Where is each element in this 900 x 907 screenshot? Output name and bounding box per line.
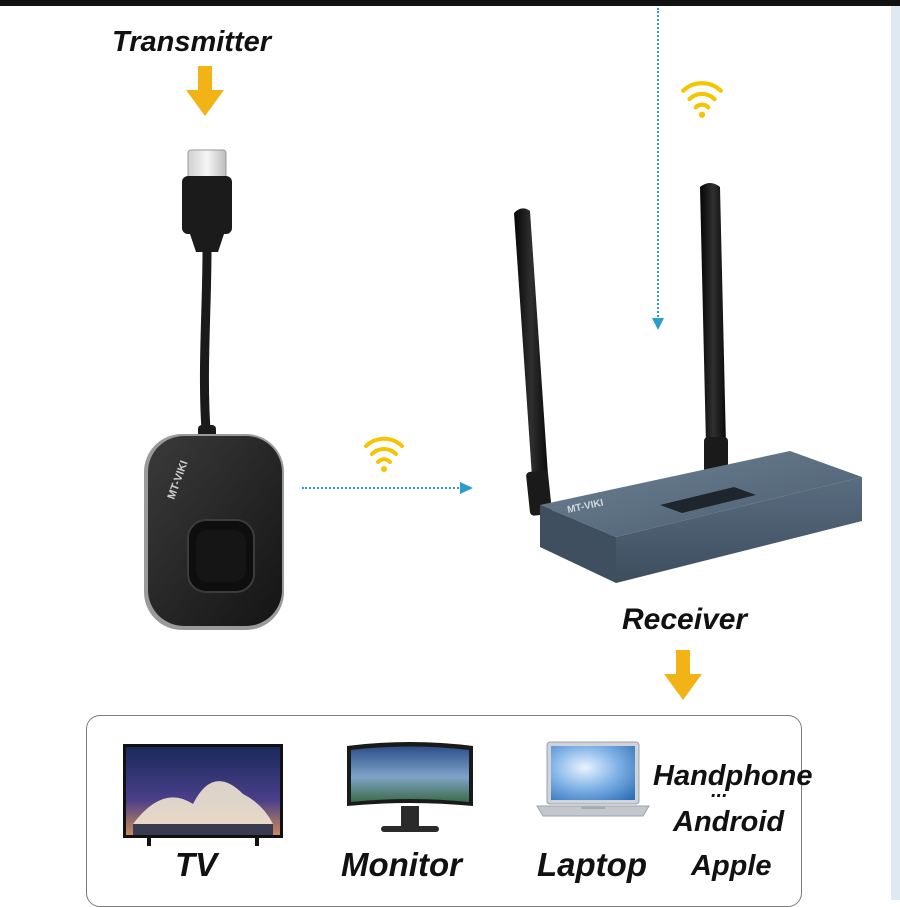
output-devices-panel: TV Monitor Laptop Handphone [86,715,813,907]
tv-icon [123,744,283,846]
transmitter-device: MT-VIKI [144,149,284,630]
down-arrow-icon [664,650,702,700]
tv-label: TV [175,846,218,883]
phone-android-label: Android [673,806,785,838]
right-edge-band [891,6,900,900]
wifi-icon [681,81,723,118]
receiver-device: MT-VIKI [514,183,862,583]
transmitter-label: Transmitter [112,26,272,58]
receiver-label: Receiver [622,603,748,636]
phone-dots: ... [711,780,728,802]
phone-apple-label: Apple [691,850,772,882]
laptop-icon [536,741,650,817]
monitor-label: Monitor [341,846,462,883]
phone-title-label: Handphone [653,760,813,792]
wifi-icon [364,436,404,472]
signal-line-horizontal [302,487,462,489]
laptop-label: Laptop [537,846,647,883]
signal-arrowhead [460,482,473,494]
signal-arrowhead-down [652,318,664,330]
signal-line-vertical [657,8,659,320]
top-border [0,0,900,6]
monitor-icon [347,742,473,832]
down-arrow-icon [186,66,224,116]
